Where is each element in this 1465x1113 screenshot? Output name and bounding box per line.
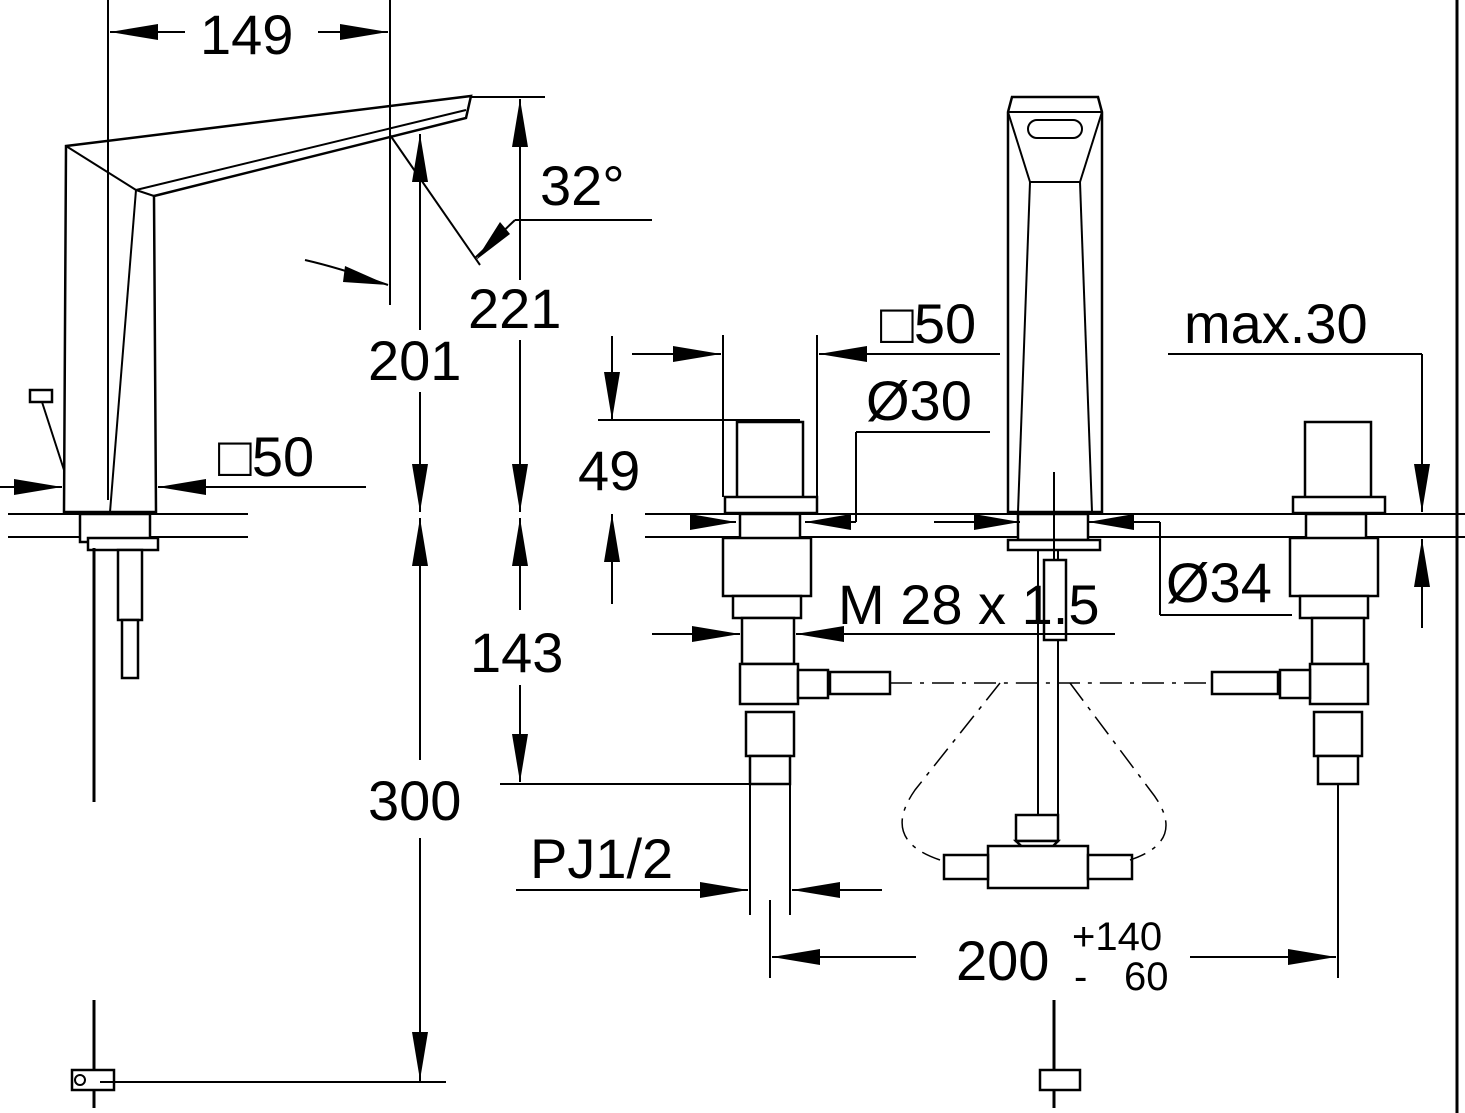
dim-spout-reach-label: 149: [200, 3, 293, 66]
dim-spread: 200 +140 - 60: [769, 900, 1336, 999]
dim-max-deck-label: max.30: [1184, 292, 1368, 355]
dim-thread-label: M 28 x 1.5: [838, 573, 1099, 636]
dim-supply-length-label: 300: [368, 769, 461, 832]
dim-spout-height-label: 221: [468, 277, 561, 340]
dim-handle-height: 49: [578, 336, 800, 604]
dim-handle-diameter-label: Ø30: [866, 369, 972, 432]
dim-middle-square: □50: [632, 292, 1000, 497]
dim-spout-angle: 32°: [304, 134, 652, 286]
dim-spout-base-square-label: □50: [218, 425, 314, 488]
dim-supply-length: 300: [100, 518, 461, 1083]
dim-spread-minus-sign: -: [1074, 955, 1087, 999]
dim-below-deck-label: 143: [470, 621, 563, 684]
dim-spout-base-square: □50: [0, 425, 366, 495]
dim-middle-square-label: □50: [880, 292, 976, 355]
dim-spread-plus-label: +140: [1072, 915, 1162, 959]
dim-spout-angle-label: 32°: [540, 154, 625, 217]
dim-flange-diameter-label: Ø34: [1166, 551, 1272, 614]
dim-spout-height: 221: [468, 96, 561, 512]
front-view: [645, 95, 1465, 1108]
dim-below-deck: 143: [470, 518, 770, 785]
dim-outlet-height: 201: [368, 134, 461, 512]
dim-spread-minus-label: 60: [1124, 955, 1169, 999]
dim-handle-height-label: 49: [578, 439, 640, 502]
dim-outlet-height-label: 201: [368, 329, 461, 392]
dim-thread: M 28 x 1.5: [652, 573, 1115, 642]
spout-side-view: [8, 94, 473, 1108]
dim-flange-diameter: Ø34: [934, 514, 1292, 616]
dim-spread-base-label: 200: [956, 929, 1049, 992]
dim-connection-label: PJ1/2: [530, 827, 673, 890]
dim-max-deck: max.30: [1168, 292, 1430, 628]
dim-handle-diameter: Ø30: [690, 369, 990, 530]
dim-connection: PJ1/2: [516, 827, 882, 898]
dim-spout-reach: 149: [107, 0, 391, 500]
